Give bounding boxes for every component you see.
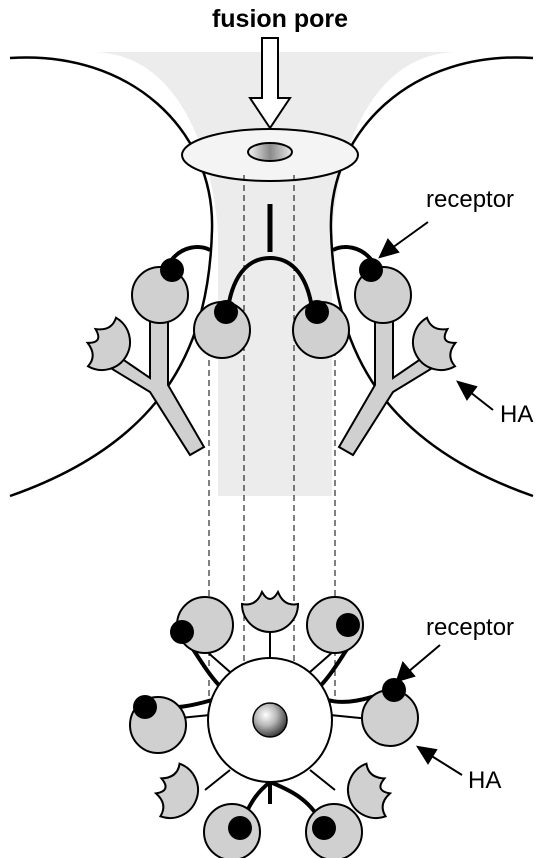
arrow-ha-bottom — [418, 747, 462, 775]
receptor-dot-bottom-6 — [312, 816, 336, 840]
ha-label-side: HA — [500, 401, 533, 428]
receptor-dot-bottom-5 — [228, 816, 252, 840]
receptor-dot-right-2 — [305, 300, 329, 324]
ha-label-bottom: HA — [468, 767, 501, 794]
ha-head-bottom-2 — [242, 592, 298, 632]
top-view-ring — [130, 592, 418, 858]
pore-hole — [248, 143, 292, 161]
receptor-dot-bottom-2 — [336, 613, 360, 637]
receptor-label-bottom: receptor — [426, 614, 514, 641]
receptor-label-side: receptor — [426, 186, 514, 213]
arrow-ha-side — [458, 382, 493, 410]
fusion-pore-label: fusion pore — [212, 5, 348, 33]
receptor-dot-left-1 — [160, 258, 184, 282]
receptor-dot-left-2 — [214, 300, 238, 324]
pore-center-sphere — [253, 703, 287, 737]
ha-head-bottom-6 — [149, 760, 206, 826]
receptor-dot-right-1 — [359, 258, 383, 282]
receptor-dot-bottom-4 — [382, 678, 406, 702]
receptor-dot-bottom-1 — [170, 620, 194, 644]
arrow-receptor-bottom — [397, 645, 440, 681]
receptor-dot-bottom-3 — [133, 695, 157, 719]
arrow-receptor-side — [380, 222, 428, 257]
